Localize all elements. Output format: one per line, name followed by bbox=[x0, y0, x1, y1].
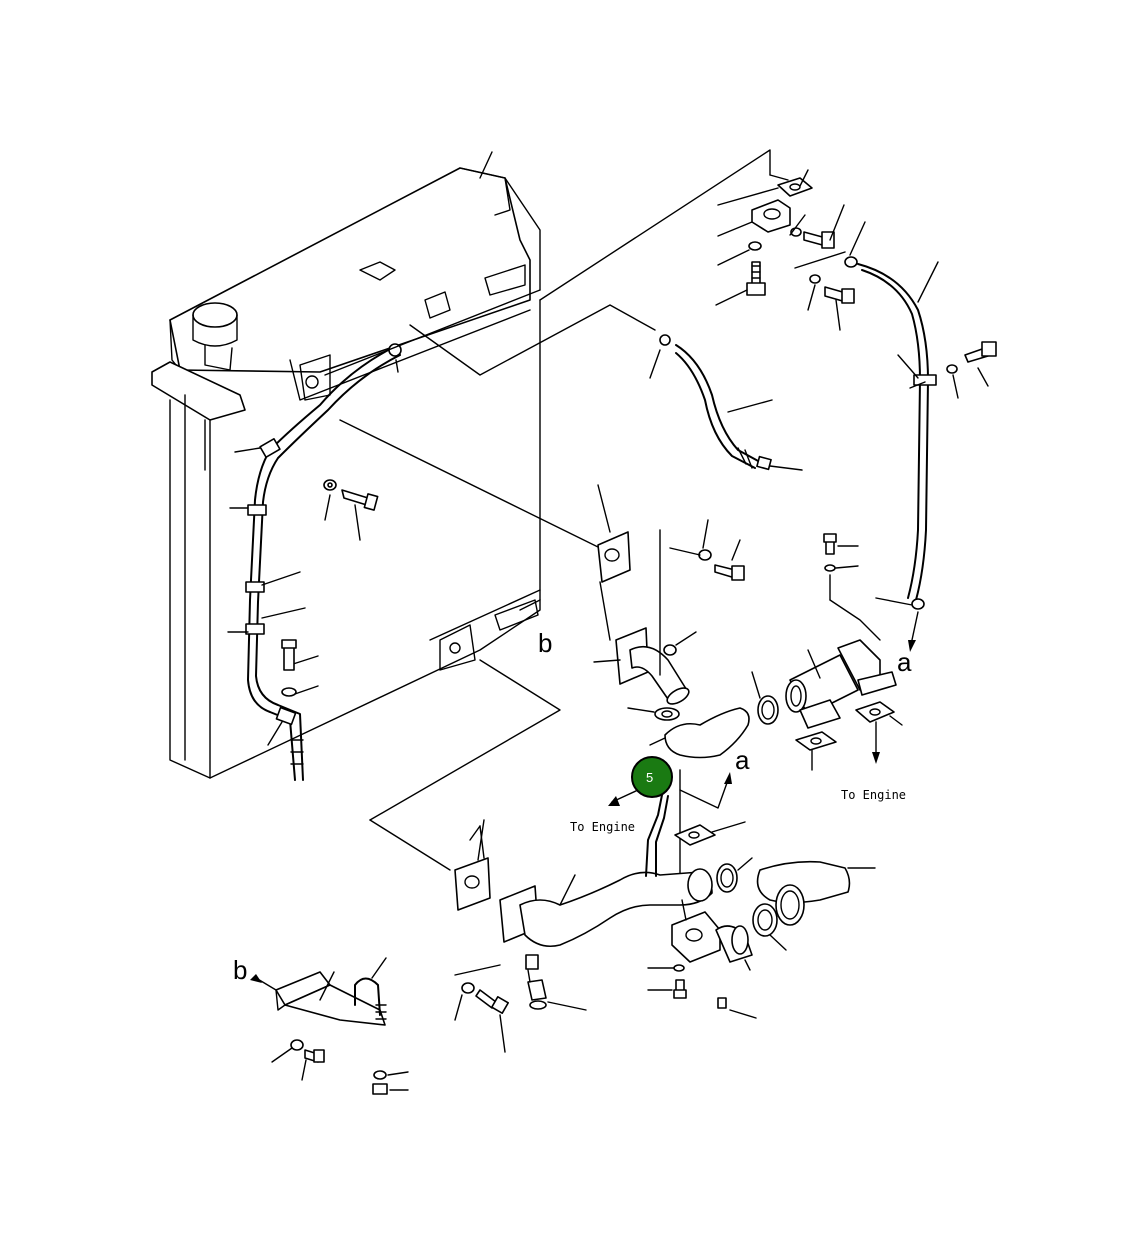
gasket-icon bbox=[454, 857, 491, 911]
radiator-assembly bbox=[151, 167, 541, 779]
clamp-icon bbox=[844, 256, 858, 268]
clamp-icon bbox=[757, 695, 779, 725]
bolt-icon bbox=[281, 479, 379, 697]
lower-pipe-assembly bbox=[454, 794, 876, 1053]
pipe-end-icon bbox=[785, 679, 807, 713]
label-b-upper: b bbox=[538, 628, 552, 658]
callout-number[interactable]: 5 bbox=[646, 770, 653, 785]
filler-cap-icon bbox=[192, 302, 238, 371]
gasket-icon bbox=[597, 531, 631, 583]
label-b-lower: b bbox=[233, 955, 247, 985]
outlet-fittings bbox=[593, 484, 903, 901]
flange-icon bbox=[751, 199, 791, 233]
label-to-engine-left: To Engine bbox=[570, 820, 635, 834]
label-a-lower: a bbox=[735, 745, 750, 775]
washer-icon bbox=[748, 241, 762, 251]
label-a-upper: a bbox=[897, 647, 912, 677]
to-engine-arrow-icon bbox=[608, 789, 639, 806]
hose-icon bbox=[664, 707, 750, 759]
bypass-hose bbox=[649, 334, 803, 471]
u-bolt-icon bbox=[354, 977, 381, 1016]
gasket-icon bbox=[777, 177, 813, 197]
breather-tube bbox=[245, 343, 402, 781]
upper-right-parts bbox=[715, 169, 997, 652]
label-to-engine-right: To Engine bbox=[841, 788, 906, 802]
bracket-assembly bbox=[250, 957, 409, 1095]
clamp-icon bbox=[716, 863, 738, 893]
callout-marker[interactable]: 5 bbox=[631, 756, 673, 798]
leader-lines bbox=[204, 149, 771, 871]
pipe-icon bbox=[519, 871, 713, 948]
